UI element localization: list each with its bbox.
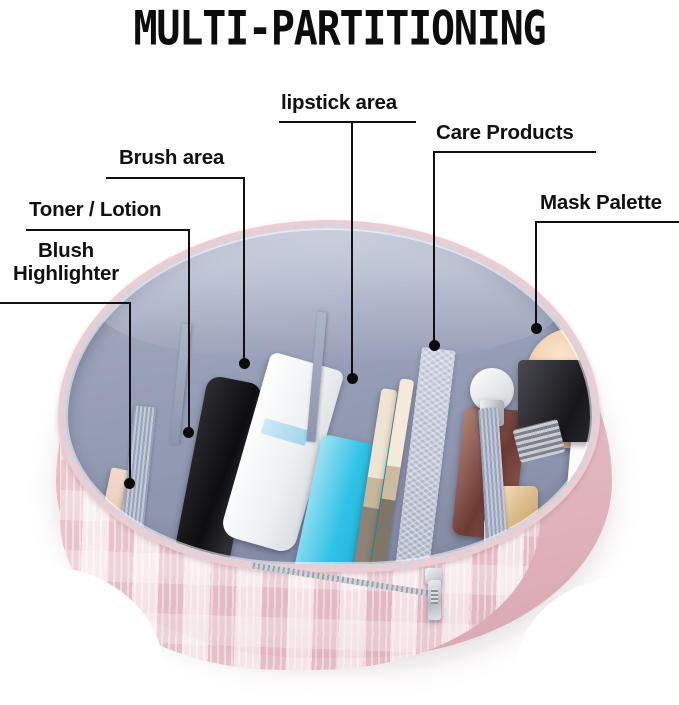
- callout-underline-blush-highlighter: [0, 302, 131, 304]
- callout-dot-blush-highlighter: [124, 478, 135, 489]
- callout-underline-brush-area: [106, 177, 245, 179]
- callout-label-blush-line1: Blush: [38, 239, 94, 262]
- callout-leader-blush-highlighter: [129, 302, 131, 484]
- callout-dot-mask-palette: [531, 323, 542, 334]
- callout-label-blush-line2: Highlighter: [13, 261, 119, 285]
- callout-underline-care-products: [433, 151, 596, 153]
- callout-dot-lipstick-area: [347, 373, 358, 384]
- callout-label-brush-area: Brush area: [119, 146, 225, 169]
- callout-underline-mask-palette: [535, 221, 679, 223]
- zipper-teeth: [62, 224, 596, 568]
- callout-leader-mask-palette: [535, 221, 537, 329]
- callout-label-care-products: Care Products: [436, 121, 574, 144]
- page-title: MULTI-PARTITIONING: [133, 2, 547, 57]
- callout-leader-toner-lotion: [188, 229, 190, 433]
- callout-underline-toner-lotion: [26, 229, 190, 231]
- callout-label-lipstick-area: lipstick area: [281, 91, 397, 114]
- product-photo: [0, 170, 679, 705]
- callout-dot-brush-area: [239, 358, 250, 369]
- zipper-pull-tab[interactable]: [428, 580, 441, 620]
- callout-label-toner-lotion: Toner / Lotion: [29, 198, 162, 221]
- callout-dot-toner-lotion: [183, 427, 194, 438]
- callout-underline-lipstick-area: [279, 121, 416, 123]
- callout-leader-lipstick-area: [351, 121, 353, 379]
- callout-leader-brush-area: [243, 177, 245, 363]
- callout-leader-care-products: [433, 151, 435, 347]
- callout-label-mask-palette: Mask Palette: [540, 191, 662, 214]
- callout-dot-care-products: [429, 340, 440, 351]
- callout-label-blush-highlighter: Blush Highlighter: [0, 239, 132, 286]
